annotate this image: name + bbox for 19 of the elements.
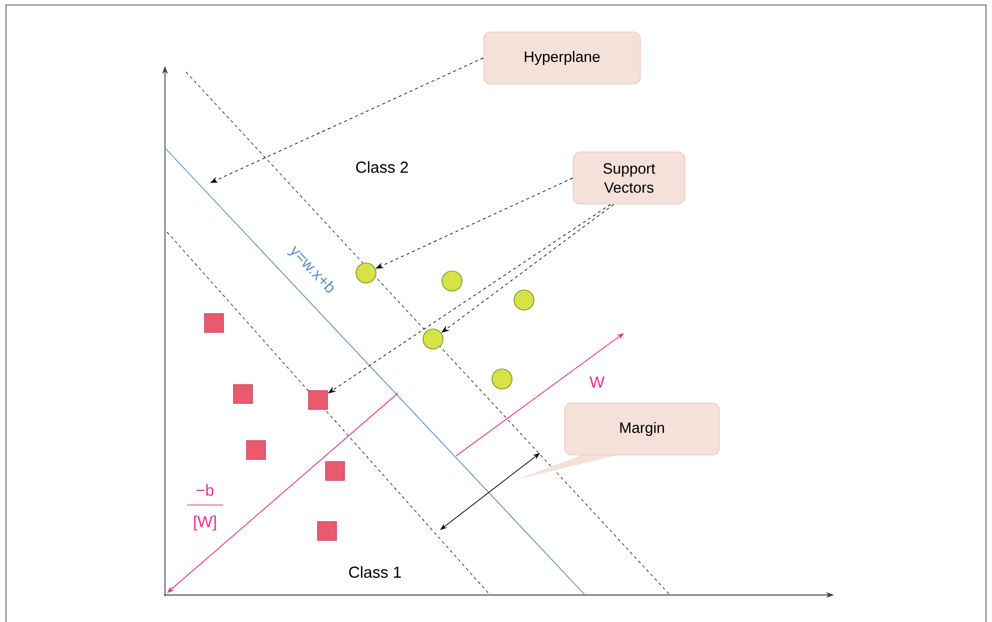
data-point <box>514 290 534 310</box>
data-point <box>246 440 266 460</box>
data-point <box>492 368 512 390</box>
callout-box: Hyperplane <box>483 32 641 84</box>
callout-box: Support Vectors <box>572 152 686 204</box>
axis-label: Class 1 <box>349 566 401 578</box>
callout-box: Margin <box>515 402 720 480</box>
axis-label: −b <box>196 484 214 496</box>
axis-label: Class 2 <box>356 161 408 173</box>
data-point <box>356 262 376 284</box>
data-point <box>317 521 337 541</box>
data-point <box>325 461 345 481</box>
data-point <box>308 390 328 410</box>
data-point <box>233 384 253 404</box>
data-point <box>204 313 224 333</box>
axis-label: [W] <box>194 516 216 530</box>
data-point <box>422 328 444 350</box>
axis-label: W <box>590 376 604 388</box>
data-point <box>442 270 462 292</box>
